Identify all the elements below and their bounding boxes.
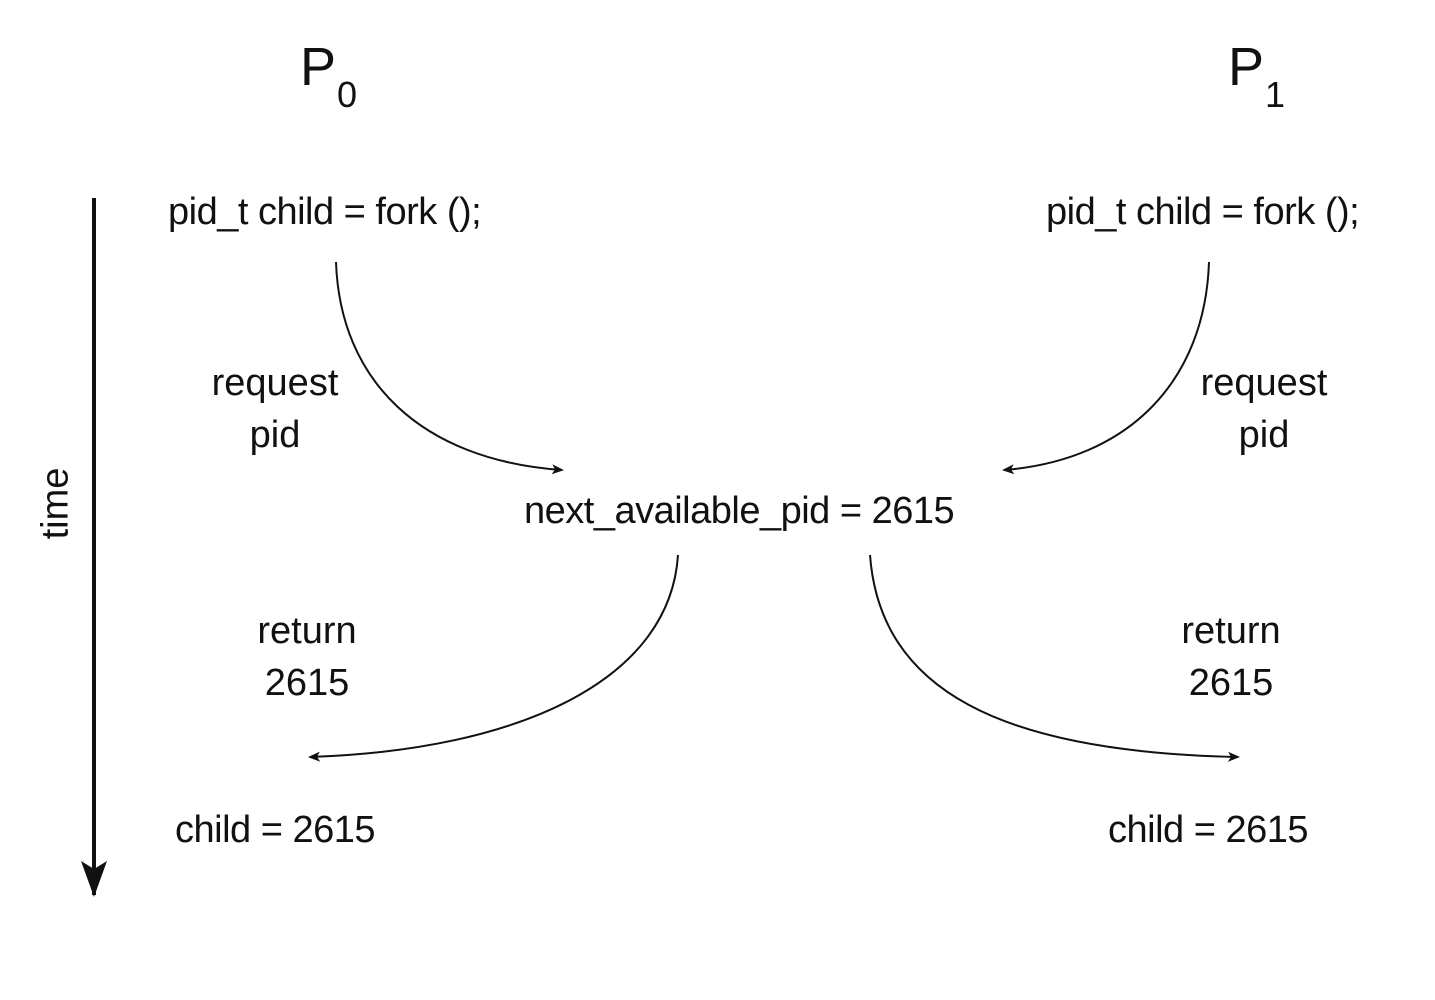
return-word-left: return <box>257 610 357 652</box>
process-p1-label: P1 <box>1228 37 1285 113</box>
time-axis-label: time <box>34 467 77 540</box>
request-pid-label-left: request pid <box>202 357 348 461</box>
request-word-right: request <box>1200 362 1328 404</box>
child-result-left: child = 2615 <box>175 809 376 851</box>
return-value-left: 2615 <box>264 662 350 704</box>
return-label-left: return 2615 <box>240 605 374 709</box>
return-arrow-right <box>869 554 1240 762</box>
request-pid-label-right: request pid <box>1191 357 1337 461</box>
request-arrow-right <box>1002 261 1210 475</box>
process-p1-subscript: 1 <box>1265 74 1286 115</box>
process-p0-name: P <box>300 37 337 97</box>
return-arrow-left <box>308 554 679 762</box>
return-value-right: 2615 <box>1188 662 1274 704</box>
fork-call-right: pid_t child = fork (); <box>1046 191 1360 233</box>
process-p1-name: P <box>1228 37 1265 97</box>
return-word-right: return <box>1181 610 1281 652</box>
request-word-left: request <box>211 362 339 404</box>
process-p0-label: P0 <box>300 37 357 113</box>
pid-word-right: pid <box>1238 414 1290 456</box>
fork-call-left: pid_t child = fork (); <box>168 191 482 233</box>
request-arrow-left <box>335 261 564 475</box>
shared-variable: next_available_pid = 2615 <box>524 490 955 532</box>
child-result-right: child = 2615 <box>1108 809 1309 851</box>
process-p0-subscript: 0 <box>337 74 358 115</box>
pid-word-left: pid <box>249 414 301 456</box>
return-label-right: return 2615 <box>1164 605 1298 709</box>
